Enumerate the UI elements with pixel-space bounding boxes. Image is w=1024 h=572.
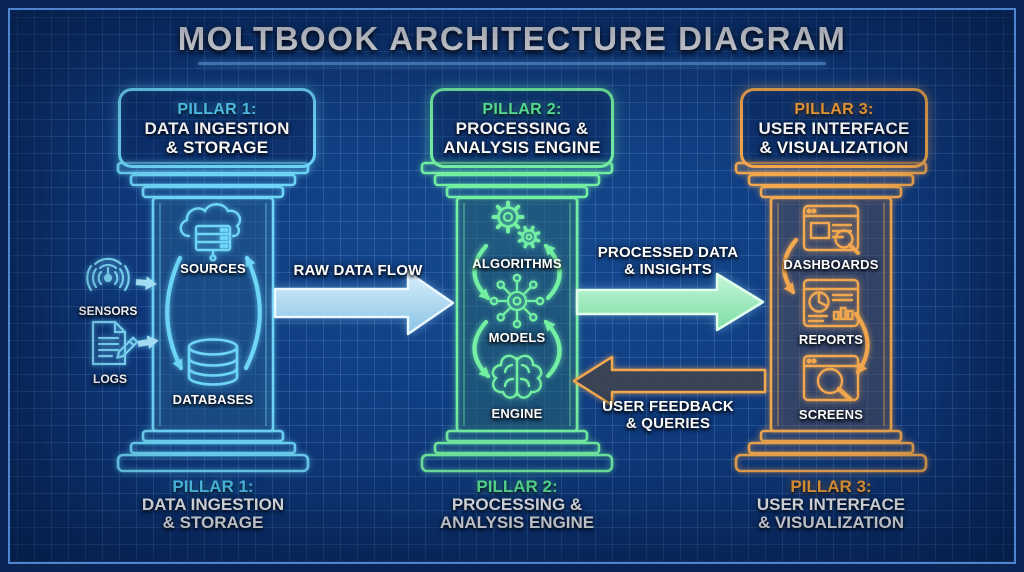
user-feedback-line1: USER FEEDBACK — [602, 398, 734, 415]
pillar1-footer-line2: & STORAGE — [162, 513, 264, 532]
pillar1-footer: PILLAR 1: DATA INGESTION & STORAGE — [142, 478, 284, 532]
pillar1-footer-label: PILLAR 1: — [172, 477, 254, 496]
user-feedback-arrow — [572, 355, 767, 407]
dashboards-label: DASHBOARDS — [783, 257, 879, 272]
screens-label: SCREENS — [798, 407, 864, 422]
brain-icon — [491, 354, 543, 399]
processed-data-line2: & INSIGHTS — [624, 261, 712, 278]
pillar2-footer-line1: PROCESSING & — [451, 495, 583, 514]
network-nodes-icon — [489, 273, 545, 329]
processed-data-arrow — [575, 272, 765, 332]
user-feedback-line2: & QUERIES — [625, 415, 711, 432]
pillar1-footer-line1: DATA INGESTION — [141, 495, 285, 514]
algorithms-label: ALGORITHMS — [472, 256, 562, 271]
pillar3-footer-label: PILLAR 3: — [790, 477, 872, 496]
pillar3-header-line2: & VISUALIZATION — [759, 137, 909, 157]
report-chart-icon — [802, 278, 860, 328]
logs-label: LOGS — [92, 372, 128, 386]
log-document-icon — [91, 320, 139, 366]
reports-label: REPORTS — [798, 332, 864, 347]
diagram-title: MOLTBOOK ARCHITECTURE DIAGRAM — [177, 20, 847, 57]
pillar2-footer-line2: ANALYSIS ENGINE — [439, 513, 595, 532]
pillar2-header-box: PILLAR 2: PROCESSING & ANALYSIS ENGINE — [430, 88, 614, 168]
gears-icon — [491, 200, 541, 249]
sensor-waves-icon — [86, 257, 130, 292]
pillar1-header-label: PILLAR 1: — [177, 100, 257, 118]
models-label: MODELS — [488, 330, 546, 345]
databases-label: DATABASES — [172, 392, 254, 407]
user-feedback-label: USER FEEDBACK & QUERIES — [602, 398, 734, 432]
pillar3-footer-line2: & VISUALIZATION — [757, 513, 905, 532]
pillar2-footer: PILLAR 2: PROCESSING & ANALYSIS ENGINE — [440, 478, 594, 532]
sensors-label: SENSORS — [78, 304, 138, 318]
pillar2-header-label: PILLAR 2: — [482, 100, 562, 118]
pillar3-header-label: PILLAR 3: — [794, 100, 874, 118]
pillar2-cycle-arrows — [472, 243, 562, 379]
cloud-server-icon — [179, 203, 242, 262]
sources-label: SOURCES — [180, 261, 246, 276]
processed-data-line1: PROCESSED DATA — [597, 244, 739, 261]
pillar3-header-box: PILLAR 3: USER INTERFACE & VISUALIZATION — [740, 88, 928, 168]
pillar3-header-line1: USER INTERFACE — [758, 118, 910, 138]
processed-data-label: PROCESSED DATA & INSIGHTS — [598, 244, 739, 278]
pillar1-header-line2: & STORAGE — [165, 137, 269, 157]
raw-data-flow-label: RAW DATA FLOW — [293, 262, 423, 279]
pillar3-cycle-arrows — [782, 237, 870, 375]
pillar2-header-line1: PROCESSING & — [455, 118, 589, 138]
pillar3-footer: PILLAR 3: USER INTERFACE & VISUALIZATION — [757, 478, 905, 532]
database-icon — [187, 338, 239, 386]
logs-input-arrow — [137, 335, 159, 350]
pillar1-header-line1: DATA INGESTION — [144, 118, 290, 138]
sensor-input-arrow — [135, 276, 157, 291]
pillar2-footer-label: PILLAR 2: — [476, 477, 558, 496]
pillar1-header-box: PILLAR 1: DATA INGESTION & STORAGE — [118, 88, 316, 168]
raw-data-flow-arrow — [273, 270, 455, 336]
dashboard-window-icon — [802, 204, 860, 255]
engine-label: ENGINE — [491, 406, 543, 421]
screen-magnifier-icon — [802, 354, 860, 402]
pillar2-header-line2: ANALYSIS ENGINE — [443, 137, 601, 157]
title-underline — [198, 62, 826, 65]
pillar3-column — [734, 161, 928, 473]
pillar1-cycle-arrows — [165, 255, 262, 371]
pillar3-footer-line1: USER INTERFACE — [756, 495, 906, 514]
pillar1-column — [116, 161, 310, 473]
